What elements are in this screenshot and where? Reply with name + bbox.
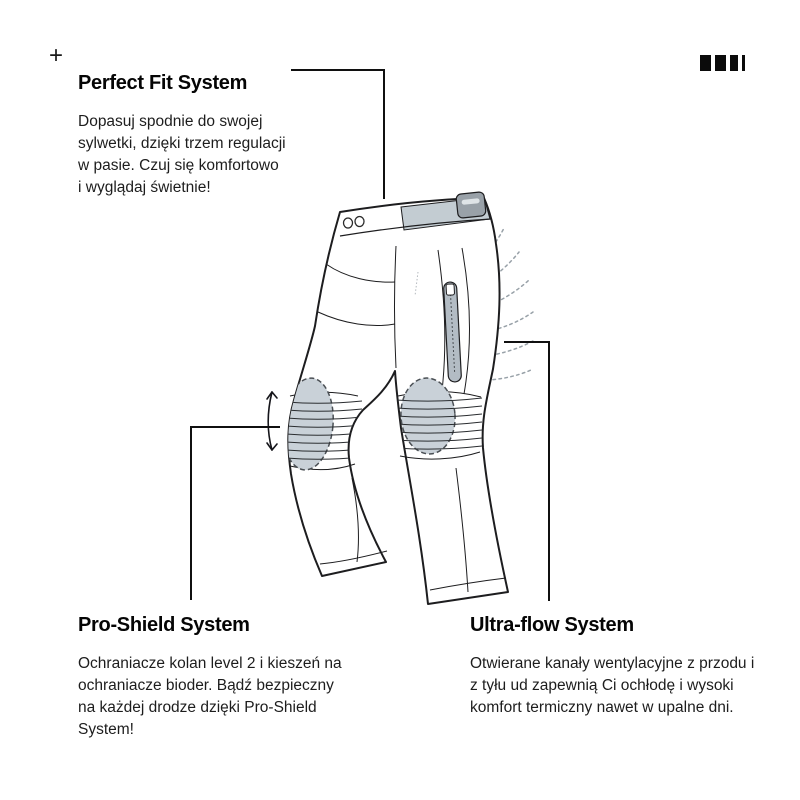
ventilation-panel — [443, 281, 462, 383]
logo-bar — [742, 55, 745, 71]
logo-bar — [730, 55, 738, 71]
feature-perfect-fit: Perfect Fit System Dopasuj spodnie do sw… — [78, 70, 286, 199]
plus-icon[interactable]: + — [49, 42, 64, 69]
pro-shield-callout-line-v — [190, 426, 192, 600]
feature-pro-shield: Pro-Shield System Ochraniacze kolan leve… — [78, 612, 354, 741]
feature-title-perfect-fit: Perfect Fit System — [78, 72, 248, 94]
perfect-fit-callout-line-h — [291, 69, 385, 71]
feature-ultra-flow: Ultra-flow System Otwierane kanały wenty… — [470, 612, 756, 719]
feature-description-perfect-fit: Dopasuj spodnie do swojej sylwetki, dzię… — [78, 113, 286, 196]
feature-title-pro-shield: Pro-Shield System — [78, 614, 250, 636]
brand-micro-text — [414, 271, 419, 297]
waist-snap — [354, 215, 365, 228]
logo-bar — [715, 55, 726, 71]
vent-zipper-slider — [445, 283, 455, 296]
perfect-fit-callout-line-v — [383, 69, 385, 199]
waist-buckle — [455, 191, 487, 219]
ultra-flow-callout-line-v — [548, 341, 550, 601]
knee-protector-left — [288, 377, 334, 471]
pants-illustration — [266, 191, 534, 605]
waist-adjustment — [339, 191, 492, 237]
knee-protector-right — [400, 377, 456, 455]
ultra-flow-callout-line-h — [504, 341, 550, 343]
logo-bar — [700, 55, 711, 71]
feature-description-ultra-flow: Otwierane kanały wentylacyjne z przodu i… — [470, 655, 755, 716]
adjustment-arrow — [266, 391, 278, 451]
feature-title-ultra-flow: Ultra-flow System — [470, 614, 634, 636]
pro-shield-callout-line-h — [190, 426, 280, 428]
brand-bars-logo — [700, 55, 745, 71]
feature-description-pro-shield: Ochraniacze kolan level 2 i kieszeń na o… — [78, 655, 342, 738]
waist-snap — [342, 217, 354, 229]
